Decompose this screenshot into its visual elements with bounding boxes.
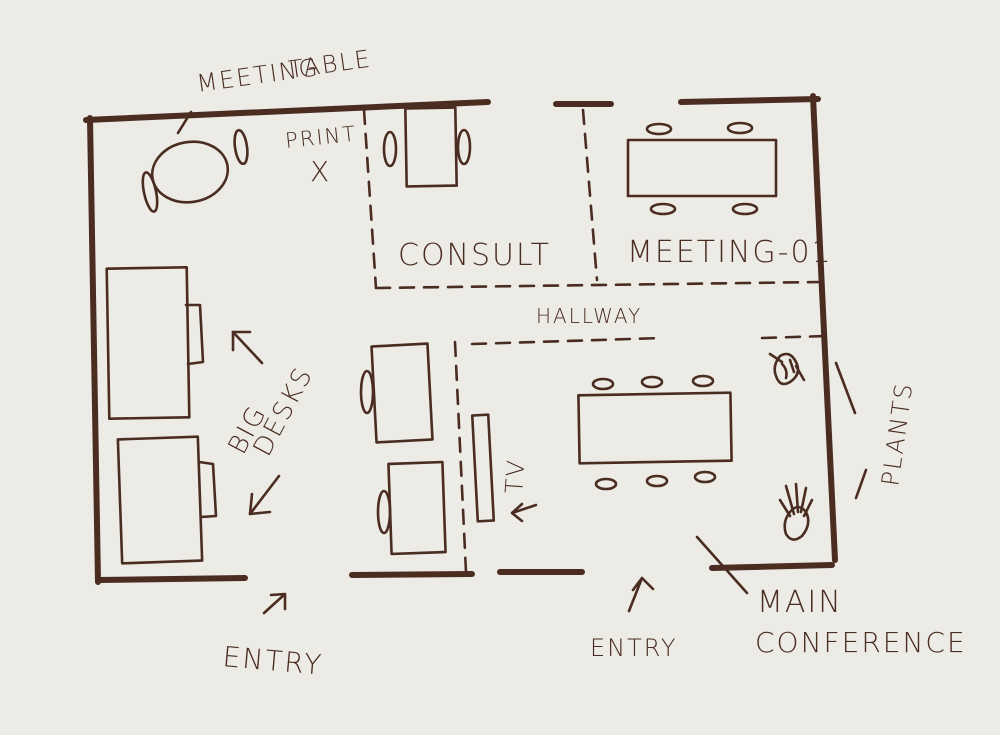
consult-room-label: CONSULT: [398, 238, 551, 273]
hallway-label: HALLWAY: [536, 304, 642, 328]
print-label: PRINT: [284, 122, 358, 153]
plants: [768, 352, 868, 541]
print-marker: PRINT X: [284, 122, 358, 188]
plants-label: PLANTS: [876, 380, 918, 488]
plant-top-icon: [768, 352, 806, 386]
plant-bottom-icon: [778, 482, 814, 541]
meeting-01-room-label: MEETING-01: [627, 235, 833, 270]
tv-label: TV: [500, 457, 530, 494]
meeting-table-label-line2: TABLE: [287, 45, 374, 84]
entry-arrows: [262, 576, 655, 615]
main-conference-label-line1: MAIN: [757, 585, 843, 620]
tv: [470, 413, 538, 523]
main-conference-table: [577, 374, 733, 491]
meeting-table: [141, 110, 249, 213]
main-conference-label-line2: CONFERENCE: [755, 626, 967, 659]
big-desks: [105, 266, 281, 565]
labels: MEETING TABLE CONSULT MEETING-01 HALLWAY…: [195, 45, 967, 682]
middle-desks: [359, 342, 447, 556]
main-conference-pointer: [695, 535, 749, 595]
entry-left-label: ENTRY: [221, 640, 324, 682]
print-x-mark: X: [310, 155, 331, 188]
partitions: [362, 108, 828, 574]
entry-right-label: ENTRY: [590, 634, 678, 662]
consult-desk: [382, 106, 472, 188]
meeting-01-table: [626, 121, 778, 216]
outer-walls: [83, 93, 838, 585]
